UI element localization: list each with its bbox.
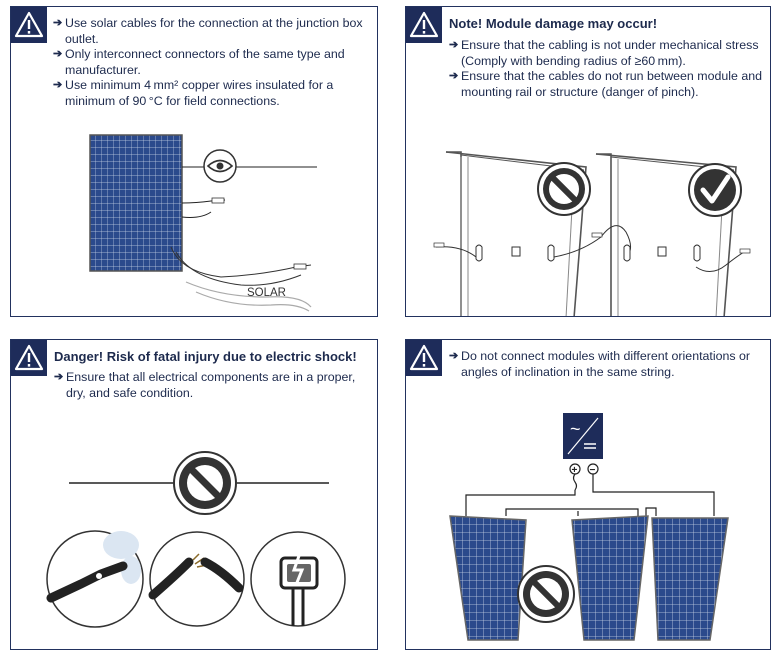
module-cabling-illustration — [433, 151, 751, 316]
arrow-icon: ➔ — [54, 371, 64, 383]
bullet-item: ➔Do not connect modules with different o… — [449, 349, 767, 380]
arrow-icon: ➔ — [449, 70, 459, 83]
arrow-icon: ➔ — [53, 17, 63, 29]
panel-orientation: ➔Do not connect modules with different o… — [405, 339, 771, 650]
warning-badge — [406, 7, 442, 43]
warning-triangle-icon — [409, 11, 439, 38]
bullet-item: ➔Ensure that the cabling is not under me… — [449, 38, 767, 69]
bullet-list: ➔Ensure that the cabling is not under me… — [449, 38, 767, 100]
bullet-text: Use minimum 4 mm² copper wires insulated… — [65, 78, 334, 108]
module-frame-correct — [591, 153, 751, 316]
checkmark-icon — [688, 163, 742, 217]
inverter-ac-symbol: ~ — [570, 419, 581, 439]
cable-label: SOLAR — [247, 287, 286, 299]
socket-circle — [250, 531, 346, 627]
panel-module-damage: Note! Module damage may occur! ➔Ensure t… — [405, 6, 771, 317]
prohibited-icon — [173, 451, 237, 515]
bullet-text: Ensure that the cables do not run betwee… — [461, 69, 763, 99]
lightning-icon — [291, 552, 305, 586]
string-orientation-illustration: ~ + − — [449, 413, 729, 641]
solar-module — [651, 517, 729, 641]
warning-badge — [406, 340, 442, 376]
arrow-icon: ➔ — [449, 39, 459, 51]
inverter-plus-symbol: + — [572, 465, 578, 476]
eye-icon — [203, 149, 237, 183]
panel-heading: Note! Module damage may occur! — [449, 16, 658, 31]
electrical-hazard-illustration — [46, 451, 346, 628]
arrow-icon: ➔ — [449, 350, 459, 362]
warning-badge — [11, 340, 47, 376]
solar-panel-cable-illustration — [89, 134, 317, 312]
bullet-list: ➔Ensure that all electrical components a… — [54, 370, 372, 401]
panel-heading: Danger! Risk of fatal injury due to elec… — [54, 349, 357, 364]
bullet-text: Ensure that the cabling is not under mec… — [461, 38, 759, 68]
warning-triangle-icon — [14, 11, 44, 38]
bullet-text: Only interconnect connectors of the same… — [65, 47, 345, 77]
bullet-list: ➔Use solar cables for the connection at … — [53, 16, 371, 110]
panel-cable-guidelines: ➔Use solar cables for the connection at … — [10, 6, 378, 317]
panel-electric-shock: Danger! Risk of fatal injury due to elec… — [10, 339, 378, 650]
bullet-item: ➔Use solar cables for the connection at … — [53, 16, 371, 47]
bullet-text: Ensure that all electrical components ar… — [66, 370, 356, 400]
warning-triangle-icon — [409, 344, 439, 371]
bullet-item: ➔Only interconnect connectors of the sam… — [53, 47, 371, 78]
arrow-icon: ➔ — [53, 48, 63, 61]
inverter-minus-symbol: − — [590, 465, 596, 476]
arrow-icon: ➔ — [53, 79, 63, 92]
solar-module — [89, 134, 183, 272]
solar-module — [571, 515, 649, 641]
bullet-text: Use solar cables for the connection at t… — [65, 16, 363, 46]
bullet-text: Do not connect modules with different or… — [461, 349, 751, 379]
bullet-list: ➔Do not connect modules with different o… — [449, 349, 767, 380]
module-frame-wrong — [433, 151, 602, 316]
prohibited-icon — [537, 162, 591, 216]
warning-badge — [11, 7, 47, 43]
prohibited-icon — [517, 565, 575, 623]
bullet-item: ➔Ensure that the cables do not run betwe… — [449, 69, 767, 100]
warning-triangle-icon — [14, 344, 44, 371]
inverter-icon: ~ + − — [563, 413, 603, 476]
wet-connector-circle — [46, 530, 144, 628]
solar-module — [449, 515, 527, 641]
bullet-item: ➔Ensure that all electrical components a… — [54, 370, 372, 401]
damaged-cable-circle — [148, 531, 245, 627]
bullet-item: ➔Use minimum 4 mm² copper wires insulate… — [53, 78, 371, 109]
